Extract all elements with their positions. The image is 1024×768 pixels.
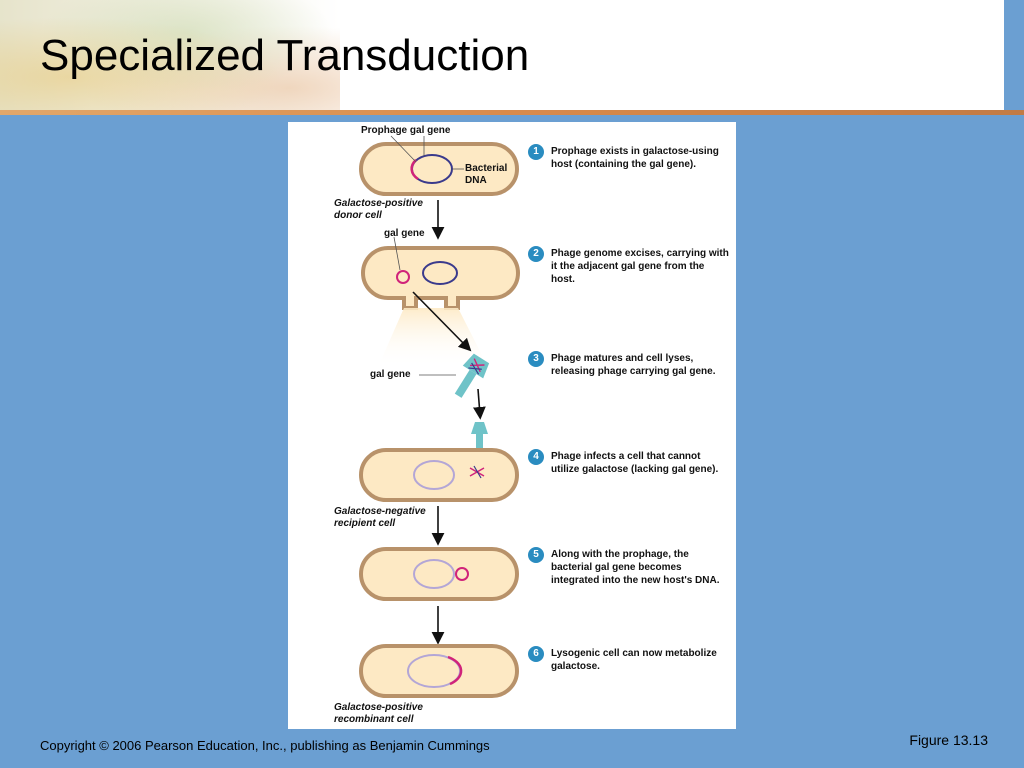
step-text: Lysogenic cell can now metabolize galact… (551, 648, 717, 672)
slide-title: Specialized Transduction (40, 31, 530, 80)
bacterial-dna-label: Bacterial DNA (465, 163, 508, 186)
figure-number: Figure 13.13 (909, 732, 988, 748)
transduction-figure: Prophage gal gene Bacterial DNA Galactos… (288, 122, 736, 729)
injected-dna-b (473, 465, 482, 479)
host-dna-loop (422, 261, 458, 285)
excision-cell-membrane (361, 246, 520, 310)
donor-cell (359, 135, 519, 196)
integrated-gal-segment (447, 655, 463, 686)
copyright-notice: Copyright © 2006 Pearson Education, Inc.… (40, 738, 490, 753)
donor-cell-membrane (359, 142, 519, 196)
step-badge: 1 (528, 144, 544, 160)
header-background-art (0, 0, 340, 110)
integration-dna-loop (413, 559, 455, 589)
header-edge (1004, 0, 1024, 115)
integration-gal-circle (455, 567, 469, 581)
arrow-2-3 (412, 291, 472, 352)
step-badge: 5 (528, 547, 544, 563)
step-text: Phage infects a cell that cannot utilize… (551, 451, 719, 475)
step-text: Phage matures and cell lyses, releasing … (551, 353, 716, 377)
prophage-gal-segment (410, 159, 419, 181)
donor-cell-label: Galactose-positive donor cell (334, 198, 423, 221)
recipient-cell-label: Galactose-negative recipient cell (334, 506, 426, 529)
phage-tail (454, 369, 477, 398)
attached-phage-head (471, 422, 488, 434)
excision-cell (361, 236, 520, 367)
recipient-cell (359, 448, 519, 502)
recombinant-cell-membrane (359, 644, 519, 698)
released-phage (454, 353, 490, 398)
step-text: Phage genome excises, carrying with it t… (551, 248, 729, 285)
step-badge: 2 (528, 246, 544, 262)
step-badge: 3 (528, 351, 544, 367)
attached-phage-tail (476, 434, 483, 452)
recombinant-cell (359, 644, 519, 698)
header-divider (0, 110, 1024, 115)
prophage-gal-label: Prophage gal gene (361, 125, 451, 136)
step-text: Prophage exists in galactose-using host … (551, 146, 719, 170)
step-badge: 6 (528, 646, 544, 662)
integration-cell (359, 547, 519, 601)
phage-head (462, 353, 490, 379)
figure-drawing (359, 135, 520, 698)
excised-gal-circle (396, 270, 410, 284)
recombinant-cell-label: Galactose-positive recombinant cell (334, 702, 423, 725)
attached-phage (471, 422, 488, 452)
gal-gene-leader (393, 236, 401, 271)
lysis-glow (378, 308, 488, 367)
slide-header: Specialized Transduction (0, 0, 1004, 110)
integration-cell-membrane (359, 547, 519, 601)
phage-genome (468, 362, 482, 375)
step-text: Along with the prophage, the bacterial g… (551, 549, 720, 586)
recipient-dna-loop (413, 460, 455, 490)
prophage-leader-line (390, 135, 417, 163)
recipient-cell-membrane (359, 448, 519, 502)
arrow-3-4 (473, 388, 486, 420)
step-badge: 4 (528, 449, 544, 465)
gal-gene-label-1: gal gene (384, 228, 425, 239)
gal-gene-label-2: gal gene (370, 369, 411, 380)
